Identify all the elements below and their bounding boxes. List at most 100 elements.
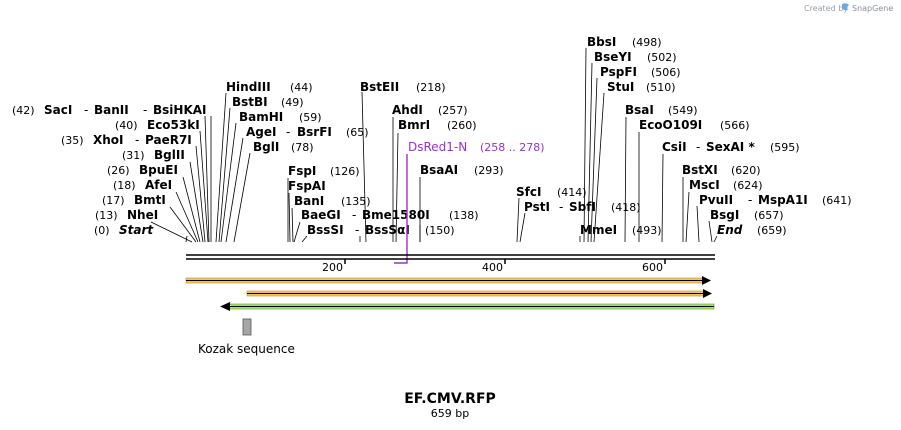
site-separator: - <box>135 133 139 147</box>
feature-orange-short[interactable] <box>246 289 712 298</box>
site-pos-afei: (18) <box>113 179 136 192</box>
snapgene-logo-icon <box>842 3 849 11</box>
feature-orange-long[interactable] <box>185 276 711 285</box>
site-pos-bstbi: (49) <box>281 96 304 109</box>
site-saci: SacI <box>44 103 72 117</box>
site-separator: - <box>352 208 356 222</box>
site-pos-pspfi: (506) <box>651 66 681 79</box>
site-pos-ahdi: (257) <box>438 104 468 117</box>
site-separator: - <box>748 193 752 207</box>
site-bsaai: BsaAI <box>420 163 458 177</box>
site-pos-bsai: (549) <box>668 104 698 117</box>
feature-kozak[interactable]: Kozak sequence <box>198 318 295 356</box>
site-nhei: NheI <box>127 208 158 222</box>
site-stui: StuI <box>607 80 634 94</box>
site-pos-bstxi: (620) <box>731 164 761 177</box>
sequence-backbone: 200 400 600 <box>186 254 715 274</box>
enzyme-labels-center: BstEII (218) AhdI (257) BmrI (260) BsaAI… <box>360 80 504 177</box>
site-separator: - <box>696 140 700 154</box>
site-eco53ki: Eco53kI <box>147 118 200 132</box>
site-pos-bamhi: (59) <box>299 111 322 124</box>
site-psti: PstI <box>524 200 550 214</box>
primer-name: DsRed1-N <box>408 140 467 154</box>
site-pos-bmri: (260) <box>447 119 477 132</box>
site-paer7i: PaeR7I <box>145 133 192 147</box>
site-pos-ecoo109i: (566) <box>720 119 750 132</box>
site-fspai: FspAI <box>288 179 326 193</box>
primer-bracket <box>394 154 408 264</box>
site-pos-fspi: (126) <box>330 165 360 178</box>
site-pos-nhei: (13) <box>95 209 118 222</box>
site-pos-bbsi: (498) <box>632 36 662 49</box>
site-pos-bsteii: (218) <box>416 81 446 94</box>
feature-green-reverse[interactable] <box>220 302 715 311</box>
site-pos-bme1580i: (138) <box>449 209 479 222</box>
site-pos-bsgi: (657) <box>754 209 784 222</box>
site-pos-sfci: (414) <box>557 186 587 199</box>
site-bme1580i: Bme1580I <box>362 208 430 222</box>
credit-brand: SnapGene <box>852 4 893 13</box>
site-start: Start <box>119 223 154 237</box>
site-bpuei: BpuEI <box>139 163 178 177</box>
map-title: EF.CMV.RFP <box>404 391 496 407</box>
site-bstxi: BstXI <box>682 163 718 177</box>
site-bstbi: BstBI <box>232 95 268 109</box>
site-xhoi: XhoI <box>93 133 124 147</box>
site-pos-bsrfi: (65) <box>346 126 369 139</box>
site-pos-msci: (624) <box>733 179 763 192</box>
site-msci: MscI <box>689 178 720 192</box>
site-ahdi: AhdI <box>392 103 423 117</box>
site-afei: AfeI <box>145 178 172 192</box>
enzyme-labels-center-left: HindIII (44) BstBI (49) BamHI (59) AgeI … <box>226 80 479 237</box>
site-bseyi: BseYI <box>594 50 632 64</box>
site-bani: BanI <box>294 194 324 208</box>
site-hindiii: HindIII <box>226 80 271 94</box>
site-pspfi: PspFI <box>600 65 637 79</box>
site-bsihkai: BsiHKAI <box>153 103 207 117</box>
site-bsssai: BssSαI <box>365 223 410 237</box>
site-pos-sbfi: (418) <box>611 201 641 214</box>
site-ecoo109i: EcoO109I <box>639 118 702 132</box>
site-bsrfi: BsrFI <box>297 125 332 139</box>
site-mmei: MmeI <box>580 223 617 237</box>
site-pos-bmti: (17) <box>102 194 125 207</box>
site-mspa1i: MspA1I <box>758 193 808 207</box>
site-pos-bglii: (31) <box>122 149 145 162</box>
site-pos-bgli: (78) <box>291 141 314 154</box>
site-pos-bseyi: (502) <box>647 51 677 64</box>
enzyme-labels-left: (42) SacI - BanII - BsiHKAI (40) Eco53kI… <box>12 103 207 237</box>
site-banii: BanII <box>94 103 129 117</box>
site-pos-hindiii: (44) <box>290 81 313 94</box>
map-length: 659 bp <box>431 407 469 420</box>
site-bsgi: BsgI <box>710 208 739 222</box>
primer-range: (258 .. 278) <box>480 141 545 154</box>
tick-label-200: 200 <box>322 261 343 274</box>
site-pos-stui: (510) <box>646 81 676 94</box>
site-pos-mmei: (493) <box>632 224 662 237</box>
site-bmri: BmrI <box>398 118 430 132</box>
site-bsteii: BstEII <box>360 80 399 94</box>
site-pos-xhoi: (35) <box>61 134 84 147</box>
site-leader-lines <box>150 47 718 243</box>
site-bmti: BmtI <box>134 193 166 207</box>
site-sexai: SexAI * <box>706 140 755 154</box>
site-bglii: BglII <box>154 148 185 162</box>
kozak-box <box>242 318 252 336</box>
site-pos-bsssai: (150) <box>425 224 455 237</box>
site-bsai: BsaI <box>625 103 654 117</box>
site-pos-bsaai: (293) <box>474 164 504 177</box>
site-end: End <box>717 223 743 237</box>
site-pos-sexai: (595) <box>770 141 800 154</box>
site-separator: - <box>286 125 290 139</box>
site-separator: - <box>355 223 359 237</box>
site-bsssi: BssSI <box>307 223 344 237</box>
site-pos-end: (659) <box>757 224 787 237</box>
site-sfci: SfcI <box>516 185 541 199</box>
site-fspi: FspI <box>288 164 316 178</box>
site-separator: - <box>559 200 563 214</box>
site-pos-mspa1i: (641) <box>822 194 852 207</box>
site-pos-bpuei: (26) <box>107 164 130 177</box>
site-separator: - <box>143 103 147 117</box>
primer-dsred1-n[interactable]: DsRed1-N (258 .. 278) <box>394 140 545 264</box>
